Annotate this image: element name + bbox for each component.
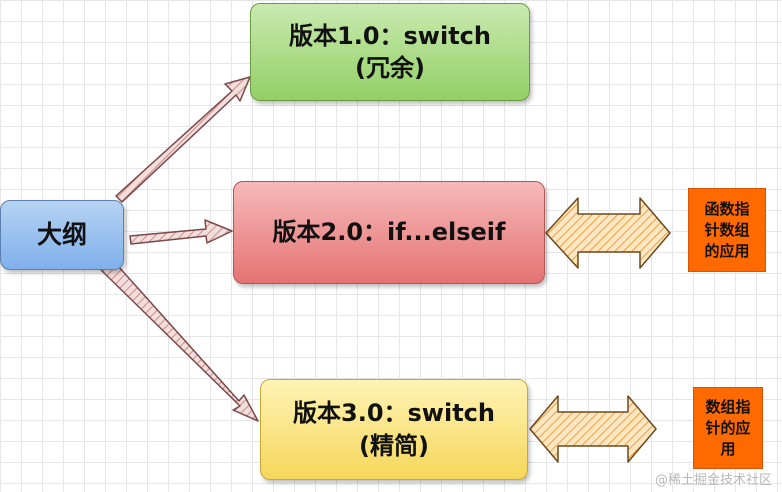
note1-line-1: 函数指 — [704, 199, 750, 218]
branch-v3-line-1: 版本3.0：switch — [293, 399, 495, 428]
root-label: 大纲 — [36, 220, 87, 250]
note-function-pointer-array[interactable]: 函数指 针数组 的应用 — [688, 188, 766, 272]
note1-line-3: 的应用 — [704, 241, 750, 260]
branch-node-v3[interactable]: 版本3.0：switch (精简) — [260, 379, 528, 480]
branch-node-v2[interactable]: 版本2.0：if...elseif — [233, 181, 545, 284]
root-node[interactable]: 大纲 — [0, 200, 124, 270]
branch-v3-line-2: (精简) — [359, 431, 429, 460]
branch-v1-line-1: 版本1.0：switch — [289, 21, 491, 50]
branch-v1-line-2: (冗余) — [355, 54, 425, 82]
branch-v2-line-1: 版本2.0：if...elseif — [272, 218, 506, 247]
double-arrow-v2-note — [545, 197, 671, 269]
watermark: @稀土掘金技术社区 — [654, 473, 772, 488]
arrow-root-to-v2 — [129, 219, 233, 245]
note2-line-3: 用 — [720, 439, 736, 458]
arrow-root-to-v1 — [115, 76, 251, 203]
note1-line-2: 针数组 — [704, 220, 750, 239]
note2-line-1: 数组指 — [705, 397, 751, 416]
note1-text: 函数指 针数组 的应用 — [704, 199, 749, 262]
note2-line-2: 针的应 — [705, 418, 751, 437]
arrow-root-to-v3 — [97, 256, 259, 422]
branch-node-v1[interactable]: 版本1.0：switch (冗余) — [250, 3, 530, 101]
double-arrow-v3-note — [529, 395, 657, 463]
note2-text: 数组指 针的应 用 — [705, 397, 750, 460]
note-array-pointer[interactable]: 数组指 针的应 用 — [693, 387, 763, 469]
